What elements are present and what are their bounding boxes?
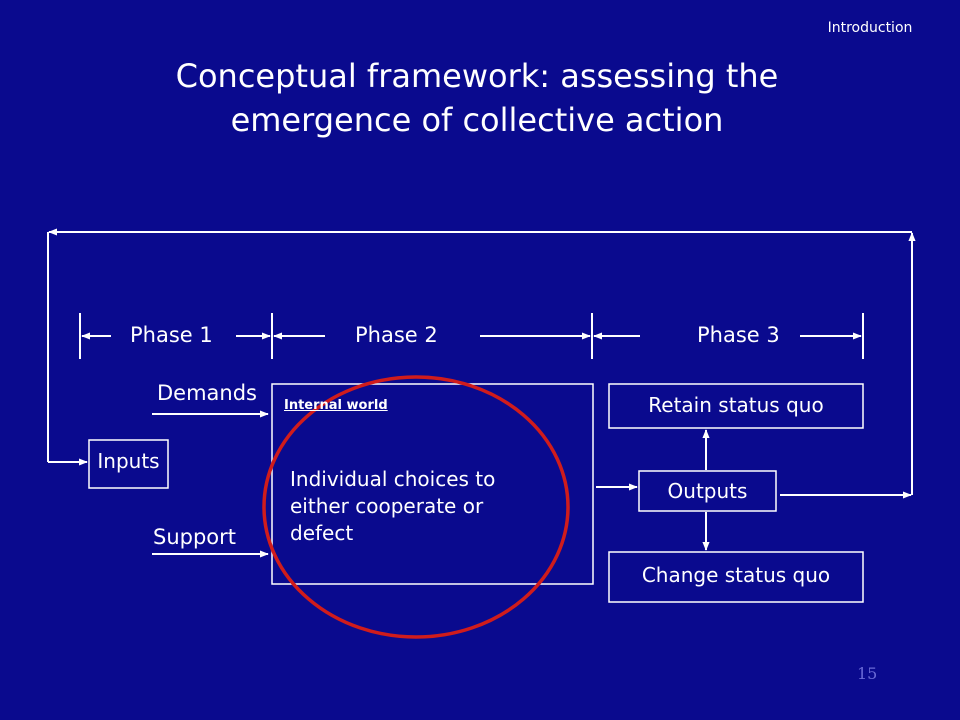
page-number: 15 xyxy=(857,664,878,683)
internal-world-label: Internal world xyxy=(284,398,388,413)
retain-status-quo-label: Retain status quo xyxy=(648,393,824,417)
input-arrows xyxy=(152,410,269,558)
output-arrows xyxy=(596,429,710,551)
feedback-loop xyxy=(47,228,916,499)
section-tag: Introduction xyxy=(827,20,913,36)
internal-world-box xyxy=(271,383,594,585)
phase-3-label: Phase 3 xyxy=(697,323,780,347)
support-label: Support xyxy=(153,525,237,549)
highlight-circle xyxy=(262,375,570,639)
change-status-quo-label: Change status quo xyxy=(641,563,831,587)
slide-title-line-2: emergence of collective action xyxy=(230,101,724,139)
inputs-label: Inputs xyxy=(97,449,160,473)
phase-2-label: Phase 2 xyxy=(355,323,438,347)
phase-1-label: Phase 1 xyxy=(130,323,213,347)
boxes xyxy=(88,383,864,603)
outputs-box xyxy=(638,470,777,512)
change-status-quo-box xyxy=(608,551,864,603)
inputs-box xyxy=(88,439,169,489)
slide-title: Conceptual framework: assessing the emer… xyxy=(80,54,874,142)
demands-label: Demands xyxy=(157,381,257,405)
individual-choices-text: Individual choices to either cooperate o… xyxy=(290,467,496,545)
phase-timeline xyxy=(79,313,864,359)
retain-status-quo-box xyxy=(608,383,864,429)
outputs-label: Outputs xyxy=(667,479,748,503)
slide-title-line-1: Conceptual framework: assessing the xyxy=(175,57,779,95)
